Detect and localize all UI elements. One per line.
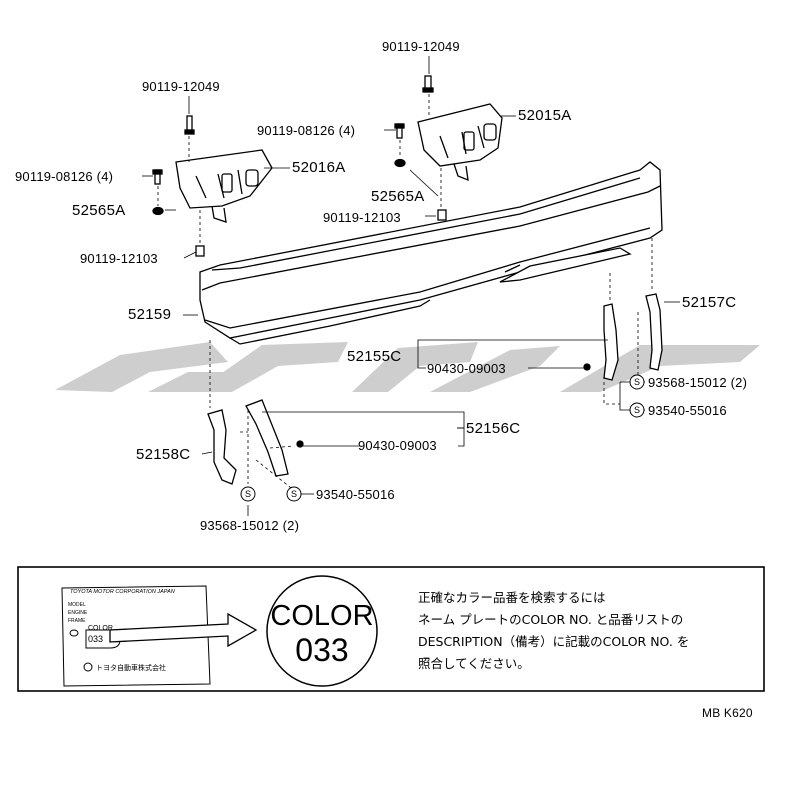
watermark-logo [55,342,760,392]
color-circle [266,575,378,687]
retainer-left [175,149,273,223]
note-line-1: 正確なカラー品番を検索するには [418,590,606,605]
retainer-right [417,103,503,182]
label-screw-left: 90119-12103 [80,251,158,266]
note-line-4: 照合してください。 [418,656,530,671]
plate-color-label: COLOR [88,625,113,632]
s-symbols [240,374,645,502]
color-panel-frame [17,566,765,692]
label-rivet-left-1: 93540-55016 [316,487,395,502]
bumper-cover [199,161,663,345]
s-labels: S S S S [245,377,640,499]
label-rivet-left-2: 93568-15012 (2) [200,518,300,533]
label-screw-right: 90119-12103 [323,210,401,225]
label-bracket-left-inner: 52156C [466,420,521,437]
label-retainer-right: 52015A [518,107,572,124]
label-retainer-left: 52016A [292,159,346,176]
label-bolt-mid-left: 90119-08126 (4) [15,169,114,184]
plate-model: MODEL [68,602,86,608]
bracket-right-inner [583,303,619,381]
plate-company: TOYOTA MOTOR CORPORATION JAPAN [70,589,175,595]
label-rivet-right-2: 93540-55016 [648,403,727,418]
svg-text:S: S [291,489,297,499]
svg-text:S: S [634,377,640,387]
label-bracket-left-outer: 52158C [136,446,191,463]
label-nut-right: 52565A [371,188,425,205]
label-rivet-right-1: 93568-15012 (2) [648,375,748,390]
svg-text:S: S [634,405,640,415]
screw-right [437,209,447,221]
label-bumper-cover: 52159 [128,306,172,323]
screw-left [195,245,205,257]
bracket-left-inner [245,399,304,477]
label-bracket-right-inner: 52155C [347,348,402,365]
figure-id: MB K620 [702,706,753,720]
nut-right [394,158,406,168]
assembly-lines [157,94,653,493]
label-clip-left: 90430-09003 [358,438,437,453]
plate-engine: ENGINE [68,610,88,616]
label-bolt-top-left: 90119-12049 [142,79,220,94]
bracket-left-outer [207,409,237,485]
nut-left [152,206,164,216]
label-bracket-right-outer: 52157C [682,294,737,311]
plate-maker: トヨタ自動車株式会社 [96,664,166,672]
label-bolt-mid-right: 90119-08126 (4) [257,123,356,138]
bolt-top-left [184,115,195,135]
note-line-2: ネーム プレートのCOLOR NO. と品番リストの [418,612,684,627]
bracket-right-outer [645,293,663,371]
big-color-code: 033 [295,632,348,668]
label-bolt-top-right: 90119-12049 [382,39,460,54]
big-color-label: COLOR [270,600,373,632]
bolt-mid-right [394,123,405,139]
svg-text:S: S [245,489,251,499]
leader-lines [142,56,680,516]
plate-frame: FRAME [68,618,86,624]
label-nut-left: 52565A [72,202,126,219]
label-clip-right: 90430-09003 [427,361,506,376]
bolt-mid-left [152,169,163,185]
bolt-top-right [422,75,434,93]
plate-color-code: 033 [88,634,104,644]
note-line-3: DESCRIPTION（備考）に記載のCOLOR NO. を [418,634,690,649]
arrow-icon [109,612,258,648]
